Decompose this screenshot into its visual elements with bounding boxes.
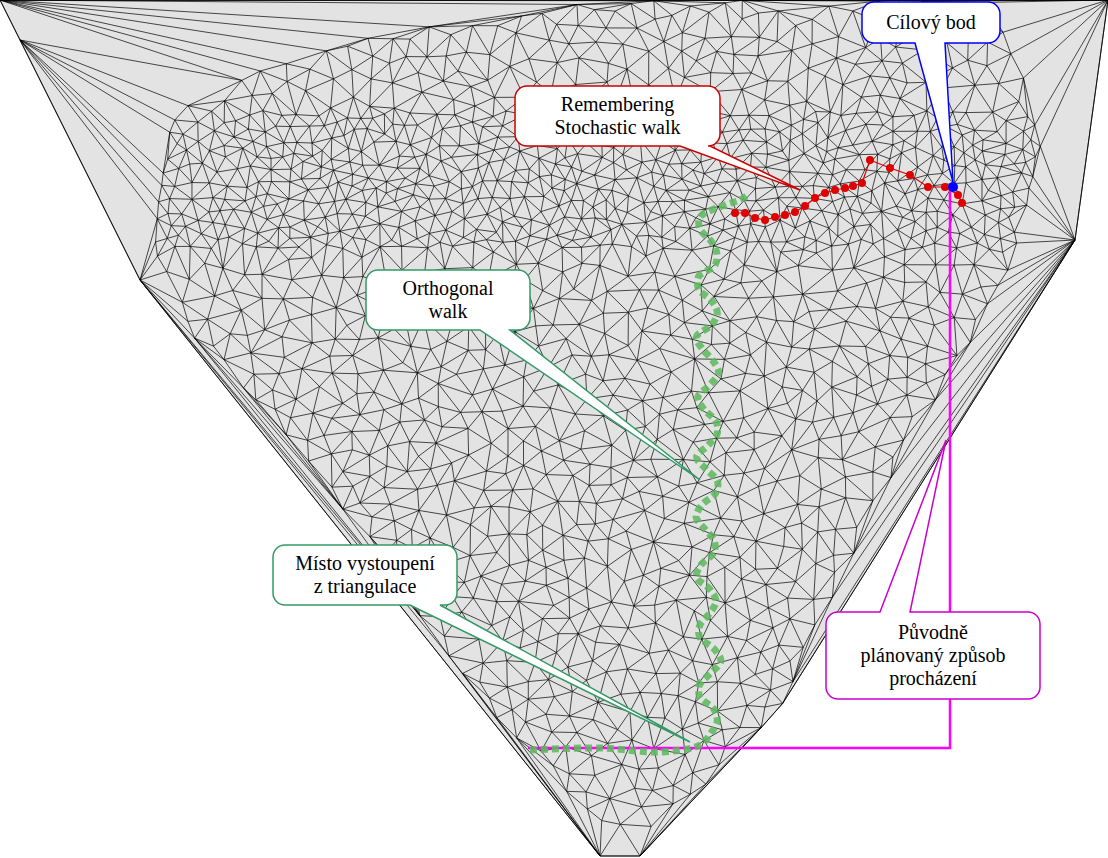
callout-bubble: Původně plánovaný způsob procházení (826, 612, 1040, 699)
walk-step-dot (954, 191, 962, 199)
callout-text: Místo vystoupení z triangulace (292, 552, 438, 598)
callout-shape (862, 2, 1000, 182)
target-point (948, 182, 958, 192)
callout-text: Orthogonal walk (393, 277, 503, 323)
walk-step-dot (858, 179, 866, 187)
callout-text: Remembering Stochastic walk (528, 93, 708, 139)
walk-step-dot (731, 209, 739, 217)
walk-step-dot (866, 156, 874, 164)
callout-bubble: Cílový bod (862, 2, 1000, 43)
walk-step-dot (811, 194, 819, 202)
walk-step-dot (886, 164, 894, 172)
walk-step-dot (821, 189, 829, 197)
callout-text: Původně plánovaný způsob procházení (858, 621, 1008, 690)
walk-step-dot (924, 183, 932, 191)
walk-step-dot (906, 171, 914, 179)
walk-step-dot (791, 208, 799, 216)
callout-bubble: Orthogonal walk (366, 270, 530, 330)
callout-shape (515, 86, 800, 190)
walk-step-dot (771, 213, 779, 221)
walk-step-dot (941, 183, 949, 191)
walk-step-dot (801, 202, 809, 210)
walk-step-dot (849, 182, 857, 190)
callout-bubble: Místo vystoupení z triangulace (273, 545, 457, 605)
walk-step-dot (751, 214, 759, 222)
callout-shape (826, 440, 1040, 699)
callout-shape (366, 270, 700, 480)
callout-text: Cílový bod (871, 11, 991, 34)
walk-step-dot (761, 216, 769, 224)
walk-step-dot (831, 186, 839, 194)
callout-shape (273, 545, 690, 742)
walk-step-dot (741, 209, 749, 217)
walk-step-dot (958, 199, 966, 207)
walk-line (735, 160, 962, 220)
callout-bubble: Remembering Stochastic walk (515, 86, 720, 146)
stochastic-walk-path (731, 156, 966, 224)
walk-step-dot (841, 184, 849, 192)
orthogonal-walk-path (530, 195, 748, 752)
walk-step-dot (781, 211, 789, 219)
